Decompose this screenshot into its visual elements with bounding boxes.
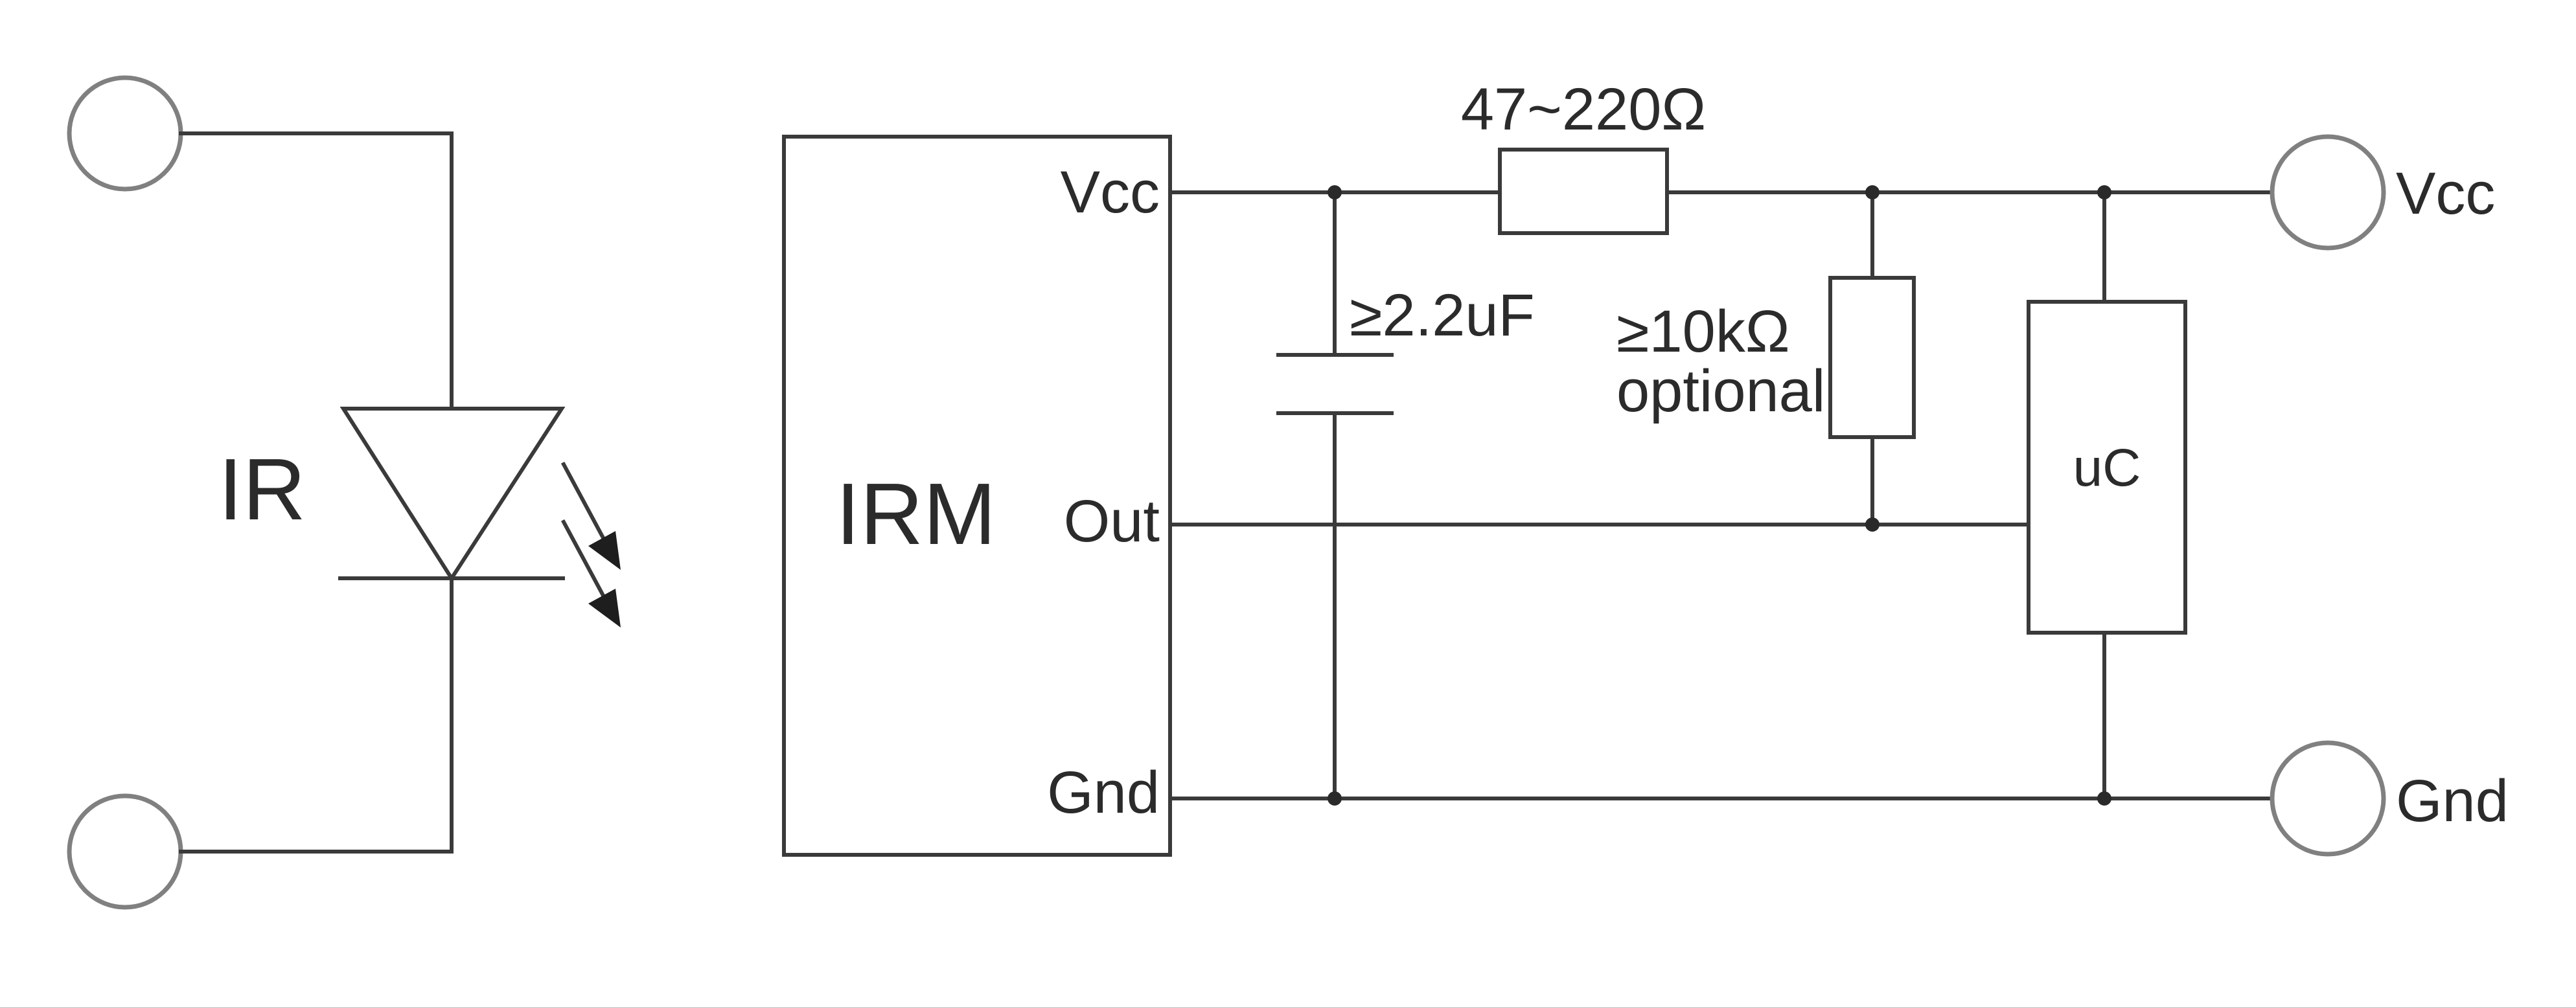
- pullup-resistor-label-optional: optional: [1616, 358, 1825, 424]
- ir-emission-arrows: [560, 461, 621, 628]
- microcontroller-label: uC: [2073, 438, 2141, 497]
- irm-pin-vcc-label: Vcc: [1061, 159, 1160, 225]
- series-resistor: [1498, 148, 1669, 235]
- ir-top-wire: [179, 131, 454, 411]
- microcontroller: [2027, 300, 2187, 635]
- junction-dot: [1865, 185, 1880, 199]
- irm-pin-gnd-label: Gnd: [1047, 760, 1160, 826]
- junction-dot: [1328, 791, 1342, 806]
- ir-top-terminal[interactable]: [67, 75, 183, 192]
- pullup-resistor: [1828, 276, 1916, 439]
- ir-label: IR: [218, 440, 306, 538]
- junction-dot: [1865, 517, 1880, 532]
- irm-label: IRM: [836, 465, 996, 563]
- junction-dots: [1328, 185, 2111, 806]
- gnd-terminal-label: Gnd: [2396, 768, 2509, 834]
- ir-bottom-wire: [179, 576, 454, 854]
- series-resistor-label: 47~220Ω: [1461, 76, 1706, 142]
- irm-module: [782, 135, 1172, 857]
- junction-dot: [1328, 185, 1342, 199]
- junction-dot: [2097, 791, 2111, 806]
- junction-dot: [2097, 185, 2111, 199]
- ir-diode-triangle: [339, 407, 566, 582]
- ir-bottom-terminal[interactable]: [67, 793, 183, 910]
- ir-led-circuit: IR: [67, 75, 621, 910]
- gnd-terminal[interactable]: [2270, 740, 2386, 857]
- irm-pin-out-label: Out: [1064, 488, 1160, 554]
- vcc-terminal-label: Vcc: [2396, 161, 2495, 227]
- pullup-resistor-label-value: ≥10kΩ: [1616, 299, 1790, 365]
- capacitor-label: ≥2.2uF: [1350, 282, 1535, 348]
- irm-receiver-circuit: IRM Vcc Out Gnd ≥2.2uF 47~220Ω ≥10kΩ opt…: [782, 76, 2509, 857]
- vcc-terminal[interactable]: [2270, 134, 2386, 251]
